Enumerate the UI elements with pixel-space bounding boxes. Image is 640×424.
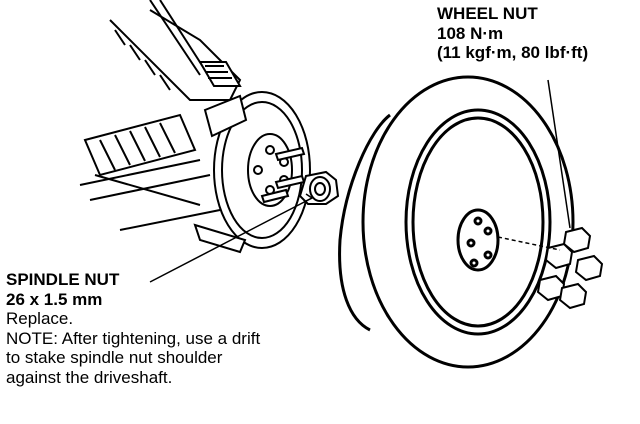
spindle-nut-note-line-2: to stake spindle nut shoulder [6,348,223,368]
spindle-nut-callout: SPINDLE NUT 26 x 1.5 mm Replace. NOTE: A… [6,270,260,387]
wheel-nut-title: WHEEL NUT [437,4,538,23]
spindle-nut [298,170,340,205]
wheel-nut-torque-nm: 108 N·m [437,23,504,43]
wheel-tire [338,75,575,369]
wheel-nut-callout: WHEEL NUT 108 N·m (11 kgf·m, 80 lbf·ft) [437,4,588,63]
spindle-nut-size: 26 x 1.5 mm [6,289,103,309]
suspension-strut [109,0,242,101]
spindle-nut-note-line-3: against the driveshaft. [6,367,173,387]
wheel-nuts [536,226,604,310]
wheel-nut-torque-alt: (11 kgf·m, 80 lbf·ft) [437,43,589,63]
spindle-nut-instruction: Replace. [6,309,74,329]
brake-disc [193,91,311,254]
spindle-nut-note-line-1: NOTE: After tightening, use a drift [6,328,261,348]
driveshaft-boot [79,113,221,231]
spindle-nut-title: SPINDLE NUT [6,270,120,289]
leader-lines [149,79,571,283]
